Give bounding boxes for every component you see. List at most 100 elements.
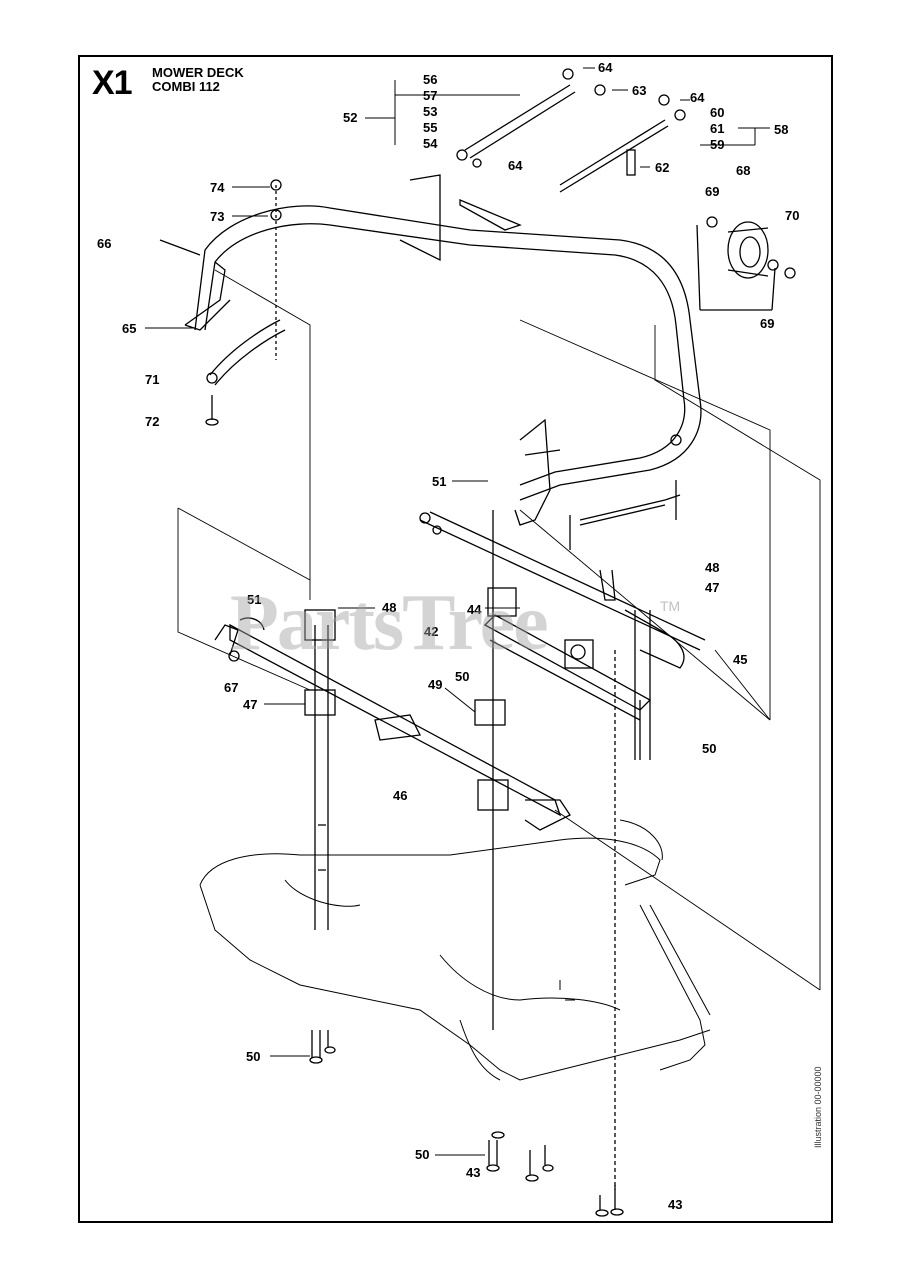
rod-upper — [464, 84, 571, 151]
callout-68: 68 — [736, 163, 750, 178]
block-47a — [304, 689, 336, 716]
cross-bar-46 — [229, 623, 562, 817]
deck-skirt-right — [639, 904, 711, 1071]
callout-57: 57 — [423, 88, 437, 103]
bolt-50-bottom — [488, 1140, 498, 1165]
block-49 — [474, 699, 506, 726]
bolt-50-left — [311, 1030, 321, 1058]
rod-right-tube — [579, 494, 681, 521]
callout-54: 54 — [423, 136, 438, 151]
callout-69a: 69 — [705, 184, 719, 199]
bracket-67 — [214, 624, 239, 656]
bracket-right — [514, 418, 551, 526]
callout-50d: 50 — [415, 1147, 429, 1162]
rod-end-3 — [658, 94, 670, 106]
callout-50c: 50 — [246, 1049, 260, 1064]
callout-44: 44 — [467, 602, 482, 617]
callout-43a: 43 — [466, 1165, 480, 1180]
lift-link-45 — [624, 609, 685, 669]
rod-end-6 — [472, 158, 482, 168]
callout-50a: 50 — [455, 669, 469, 684]
section-title: MOWER DECK COMBI 112 — [152, 66, 244, 94]
section-code: X1 — [92, 64, 133, 102]
rod-right-b — [559, 125, 669, 193]
watermark-tm: TM — [660, 598, 681, 614]
callout-67: 67 — [224, 680, 238, 695]
bolt-43-b — [599, 1185, 616, 1210]
callout-48b: 48 — [382, 600, 396, 615]
callout-56: 56 — [423, 72, 437, 87]
callout-53: 53 — [423, 104, 437, 119]
guide-line-7 — [519, 509, 771, 721]
bracket-rear-plate — [399, 174, 441, 262]
pivot-block — [564, 639, 594, 669]
callout-42: 42 — [424, 624, 438, 639]
callout-47a: 47 — [705, 580, 719, 595]
callout-45: 45 — [733, 652, 747, 667]
bracket-right-link — [524, 449, 561, 456]
callout-69b: 69 — [760, 316, 774, 331]
rod-end-4 — [674, 109, 686, 121]
rod-end-1 — [562, 68, 574, 80]
guide-line-2 — [177, 508, 311, 691]
callout-46: 46 — [393, 788, 407, 803]
guide-line-5 — [654, 325, 821, 990]
callout-43b: 43 — [668, 1197, 682, 1212]
callout-65: 65 — [122, 321, 136, 336]
callout-61: 61 — [710, 121, 724, 136]
callout-62: 62 — [655, 160, 669, 175]
bolt-66 — [159, 239, 201, 256]
diagram-linework — [145, 67, 821, 1217]
guide-line-8 — [714, 649, 771, 721]
callout-labels: 52 56 57 53 55 54 64 63 64 60 61 59 58 6… — [97, 60, 799, 1212]
title-line-1: MOWER DECK — [152, 65, 244, 80]
callout-60: 60 — [710, 105, 724, 120]
arm-71 — [209, 319, 286, 386]
block-48b — [487, 587, 517, 617]
diagram-frame — [78, 55, 833, 1223]
washer-69a — [706, 216, 718, 228]
callout-52: 52 — [343, 110, 357, 125]
wheel-68-hub — [739, 236, 761, 268]
lift-arm-42 — [483, 614, 652, 711]
wheel-68 — [727, 221, 769, 279]
rear-tube — [459, 199, 522, 231]
spring-62 — [626, 149, 636, 176]
callout-51a: 51 — [432, 474, 446, 489]
callout-59: 59 — [710, 137, 724, 152]
rod-end-2 — [594, 84, 606, 96]
callout-73: 73 — [210, 209, 224, 224]
bolt-67 — [228, 650, 240, 662]
washer-73 — [270, 209, 282, 221]
callout-71: 71 — [145, 372, 159, 387]
callout-74: 74 — [210, 180, 225, 195]
callout-64a: 64 — [598, 60, 613, 75]
callout-72: 72 — [145, 414, 159, 429]
main-frame-outer — [204, 205, 702, 501]
main-frame-inner — [214, 223, 686, 486]
washer-69b — [767, 259, 779, 271]
callout-50b: 50 — [702, 741, 716, 756]
callout-51b: 51 — [247, 592, 261, 607]
callout-66: 66 — [97, 236, 111, 251]
callout-70: 70 — [785, 208, 799, 223]
guide-line-6 — [554, 809, 821, 991]
washer-72 — [205, 418, 219, 426]
callout-55: 55 — [423, 120, 437, 135]
guide-line-3 — [177, 507, 311, 581]
rod-left-long — [314, 625, 329, 930]
callout-63: 63 — [632, 83, 646, 98]
bracket-65 — [184, 261, 231, 331]
rod-right — [559, 119, 666, 186]
tab-under — [374, 714, 421, 741]
callout-49: 49 — [428, 677, 442, 692]
guide-line-1 — [214, 269, 311, 600]
guide-line-4 — [519, 319, 771, 720]
callout-64c: 64 — [508, 158, 523, 173]
deck-outline — [199, 837, 711, 1081]
bolt-43-a — [529, 1145, 546, 1175]
end-bracket — [524, 799, 571, 831]
callout-48a: 48 — [705, 560, 719, 575]
title-line-2: COMBI 112 — [152, 79, 220, 94]
